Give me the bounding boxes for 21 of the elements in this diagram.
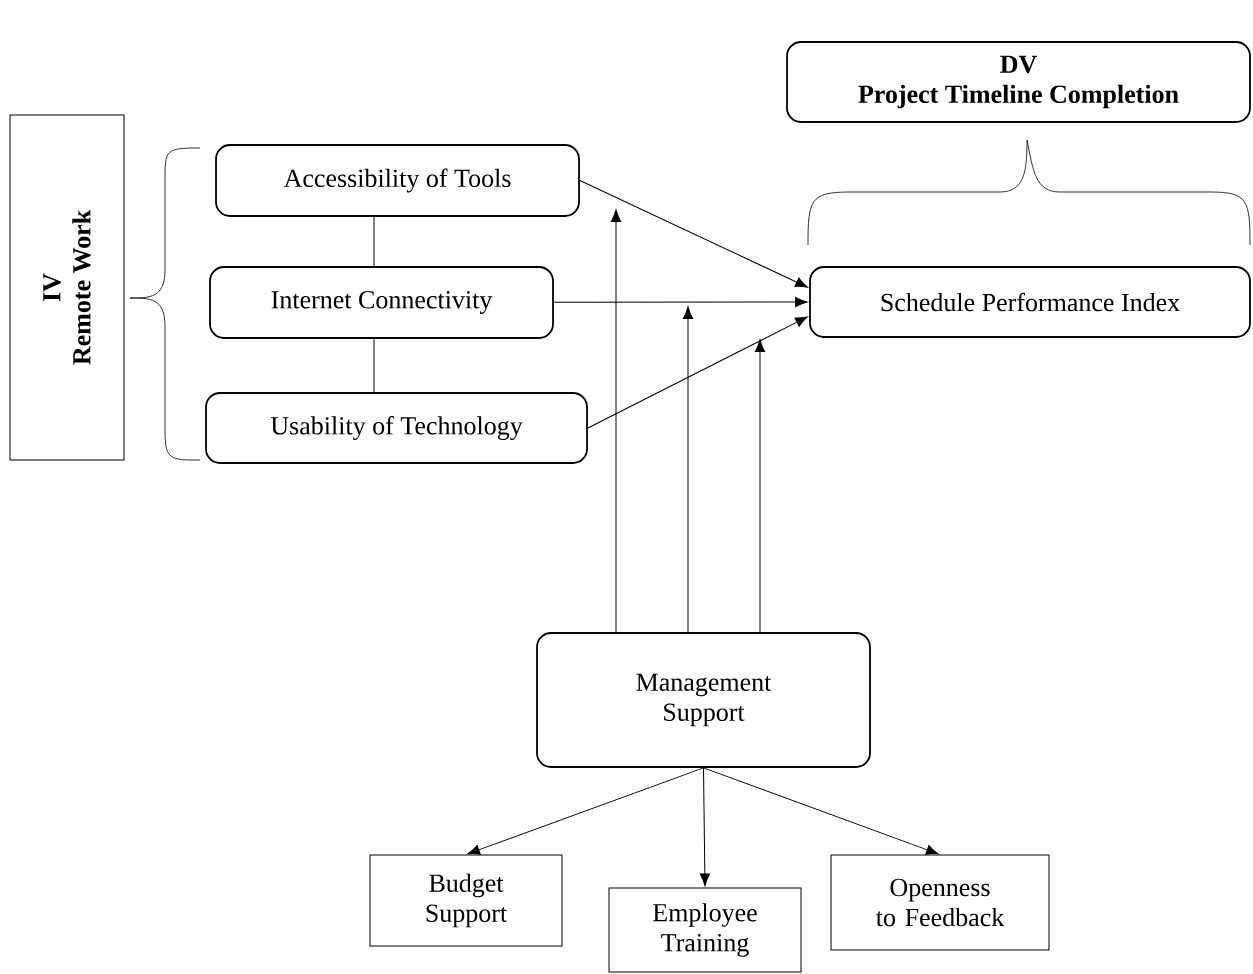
moderator-box: Management Support bbox=[536, 632, 871, 768]
arrow bbox=[703, 767, 939, 855]
arrow bbox=[587, 316, 808, 429]
arrow bbox=[579, 180, 808, 288]
arrow bbox=[699, 767, 710, 887]
connector-line bbox=[373, 338, 375, 393]
factor-box: Usability of Technology bbox=[205, 392, 588, 464]
component-box: Budget Support bbox=[369, 854, 563, 947]
arrow bbox=[467, 767, 704, 855]
indicator-box: Schedule Performance Index bbox=[809, 266, 1251, 338]
connector-line bbox=[373, 216, 375, 267]
variable-box: IV Remote Work bbox=[9, 114, 125, 461]
arrow bbox=[754, 339, 766, 633]
arrow bbox=[682, 306, 694, 633]
arrow bbox=[553, 296, 808, 308]
factor-box: Internet Connectivity bbox=[209, 266, 554, 339]
arrow bbox=[610, 209, 622, 633]
component-box: Employee Training bbox=[608, 887, 802, 973]
component-box: Openness to Feedback bbox=[830, 854, 1050, 951]
variable-box: DV Project Timeline Completion bbox=[786, 41, 1251, 123]
factor-box: Accessibility of Tools bbox=[215, 144, 580, 217]
